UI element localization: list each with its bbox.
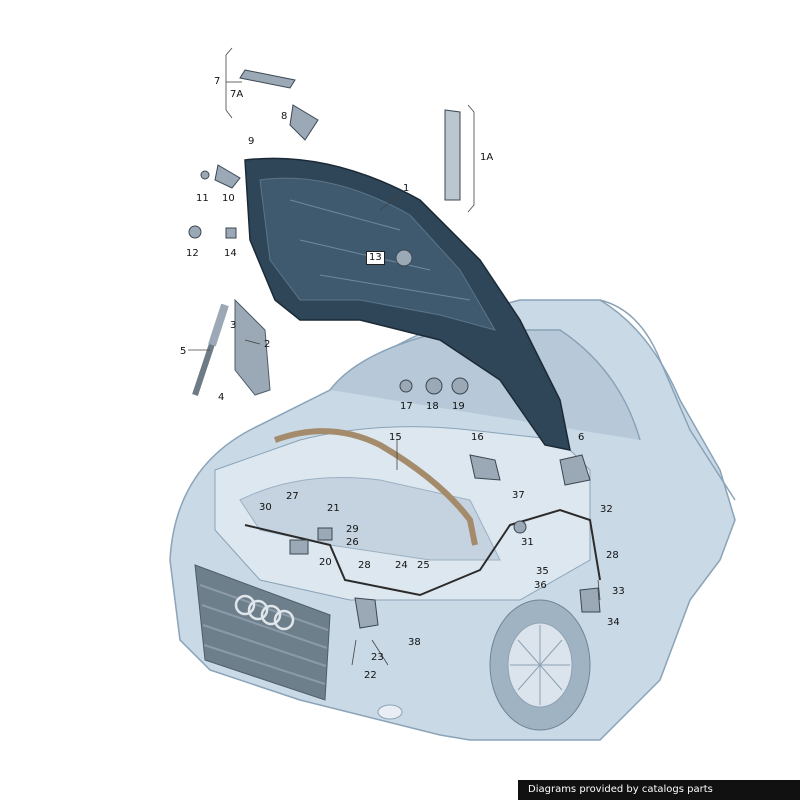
callout-28-left: 28 (358, 560, 371, 571)
callout-3: 3 (230, 320, 237, 331)
callout-14: 14 (224, 248, 237, 259)
callout-28-right: 28 (606, 550, 619, 561)
callout-18: 18 (426, 401, 439, 412)
callout-19: 19 (452, 401, 465, 412)
callout-27: 27 (286, 491, 299, 502)
footer-credit: Diagrams provided by catalogs parts (518, 780, 800, 800)
callout-26: 26 (346, 537, 359, 548)
callout-36: 36 (534, 580, 547, 591)
callout-7a: 7A (230, 89, 244, 100)
callout-2: 2 (264, 339, 271, 350)
callout-23: 23 (371, 652, 384, 663)
callout-35: 35 (536, 566, 549, 577)
callout-15: 15 (389, 432, 402, 443)
callout-25: 25 (417, 560, 430, 571)
callout-11: 11 (196, 193, 209, 204)
callout-6: 6 (578, 432, 585, 443)
callout-8: 8 (281, 111, 288, 122)
callout-34: 34 (607, 617, 620, 628)
hood-hinge (234, 298, 271, 396)
callout-9: 9 (248, 136, 255, 147)
callout-29: 29 (346, 524, 359, 535)
front-grille (194, 564, 331, 701)
callout-32: 32 (600, 504, 613, 515)
callout-1: 1 (403, 183, 410, 194)
callout-38: 38 (408, 637, 421, 648)
callout-24: 24 (395, 560, 408, 571)
callout-10: 10 (222, 193, 235, 204)
callout-20: 20 (319, 557, 332, 568)
callout-17: 17 (400, 401, 413, 412)
callout-13: 13 (366, 251, 385, 265)
front-wheel (489, 599, 591, 731)
callout-37: 37 (512, 490, 525, 501)
seal-strip (273, 428, 478, 546)
small-parts (188, 69, 601, 629)
leader-lines (188, 47, 601, 666)
callout-16: 16 (471, 432, 484, 443)
callout-7: 7 (214, 76, 221, 87)
callout-4: 4 (218, 392, 225, 403)
callout-1a: 1A (480, 152, 494, 163)
callout-12: 12 (186, 248, 199, 259)
callout-21: 21 (327, 503, 340, 514)
release-cable (244, 508, 601, 597)
callout-5: 5 (180, 346, 187, 357)
callout-30: 30 (259, 502, 272, 513)
callout-31: 31 (521, 537, 534, 548)
callout-22: 22 (364, 670, 377, 681)
callout-33: 33 (612, 586, 625, 597)
